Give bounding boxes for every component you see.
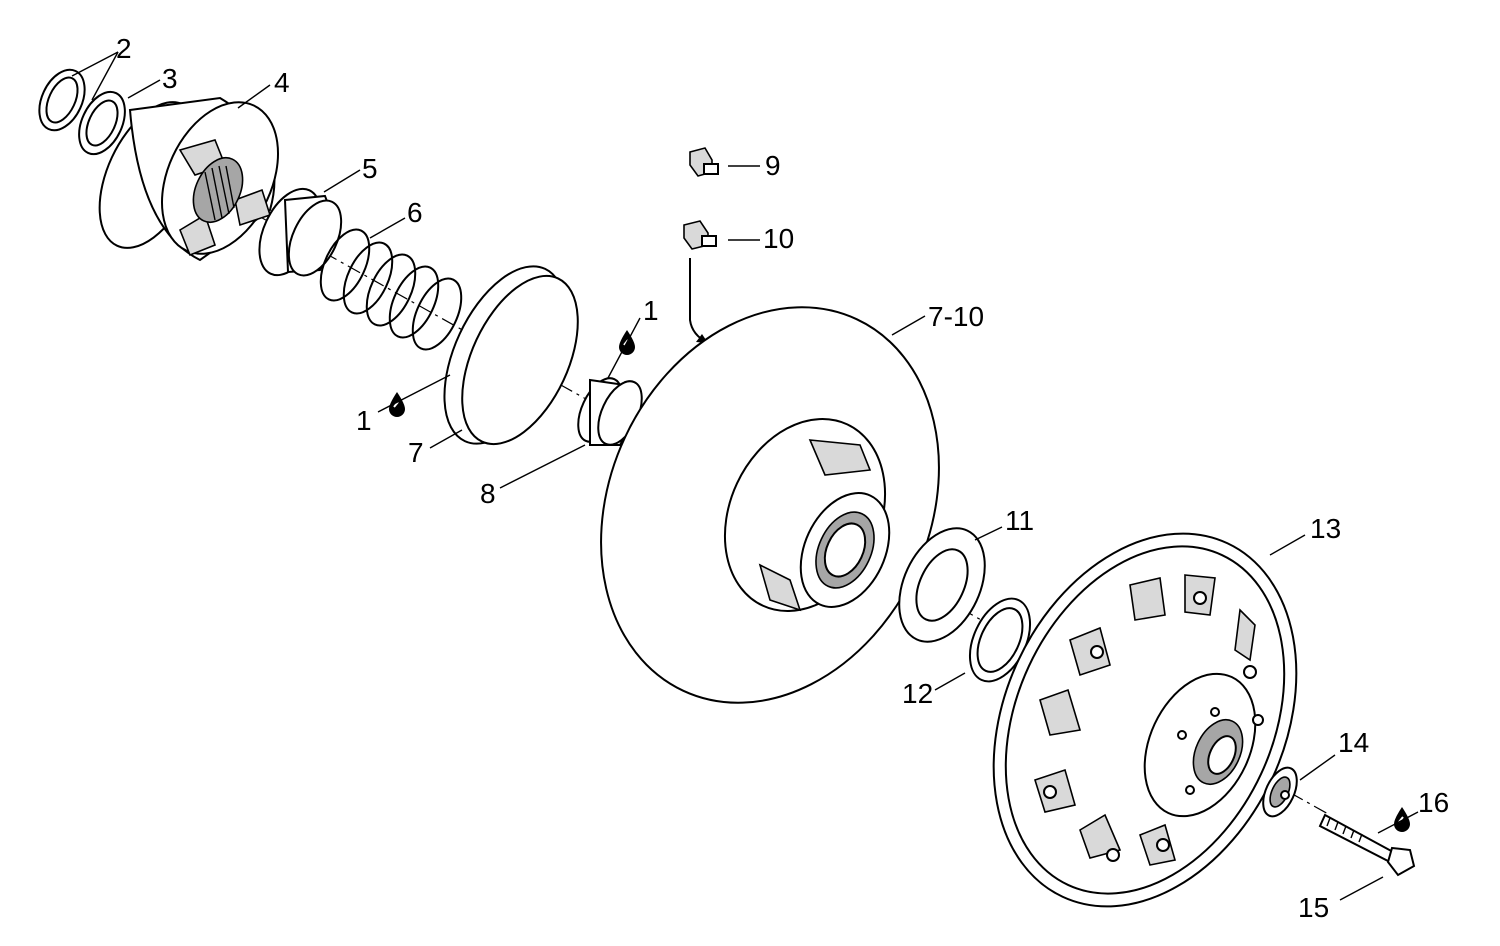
part-3-washer <box>78 90 126 156</box>
callout-1-upper: 1 <box>643 295 659 326</box>
part-8-bushing <box>577 377 643 446</box>
part-14-washer <box>1262 766 1298 818</box>
part-9-slider-button <box>689 147 719 177</box>
part-7-10-movable-sheave <box>600 306 940 704</box>
callout-4: 4 <box>274 67 290 98</box>
callout-9: 9 <box>765 150 781 181</box>
callout-12: 12 <box>902 678 933 709</box>
callout-14: 14 <box>1338 727 1369 758</box>
callout-8: 8 <box>480 478 496 509</box>
callout-15: 15 <box>1298 892 1329 923</box>
arrow-10-to-sheave <box>689 258 709 344</box>
oil-drop-icon <box>1394 807 1410 832</box>
callout-3: 3 <box>162 63 178 94</box>
callout-2: 2 <box>116 33 132 64</box>
callout-7-10: 7-10 <box>928 301 984 332</box>
callout-7: 7 <box>408 437 424 468</box>
part-15-bolt <box>1318 813 1416 877</box>
callout-6: 6 <box>407 197 423 228</box>
part-12-washer <box>968 597 1032 683</box>
callout-11: 11 <box>1005 505 1034 536</box>
callout-5: 5 <box>362 153 378 184</box>
callout-1-lower: 1 <box>356 405 372 436</box>
part-13-fixed-sheave <box>992 532 1298 908</box>
callout-16: 16 <box>1418 787 1449 818</box>
leader-lines <box>71 51 1419 901</box>
part-4-cam-housing <box>98 96 280 262</box>
part-5-flanged-bushing <box>258 187 343 277</box>
part-10-slider-button <box>683 220 717 250</box>
callout-10: 10 <box>763 223 794 254</box>
callout-13: 13 <box>1310 513 1341 544</box>
part-6-spring <box>319 228 463 351</box>
part-2-retaining-ring <box>38 68 86 132</box>
part-7-ring <box>443 265 579 446</box>
part-11-shim <box>898 527 986 643</box>
